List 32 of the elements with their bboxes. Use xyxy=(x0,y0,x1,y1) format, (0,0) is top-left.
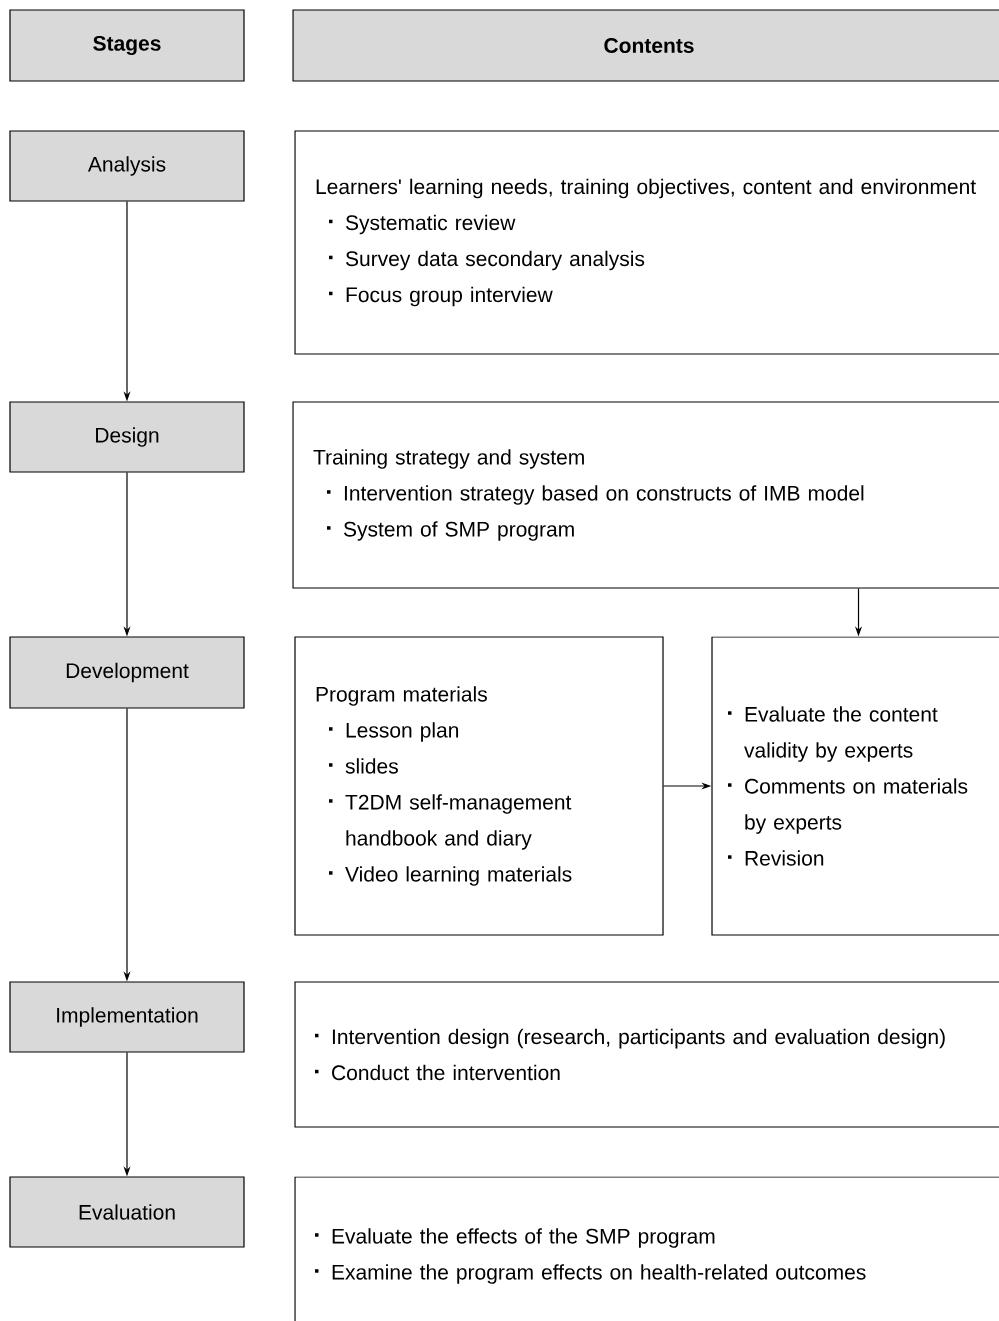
bullet-item: T2DM self-management handbook and diary xyxy=(329,794,572,850)
bullet-item: Examine the program effects on health-related outcomes xyxy=(315,1264,866,1284)
bullet-item: Evaluate the effects of the SMP program xyxy=(315,1228,715,1248)
header-box: Contents xyxy=(292,9,999,82)
content-box xyxy=(711,636,999,936)
bullet-item: Comments on materials by experts xyxy=(728,778,968,834)
heading-text: Learners' learning needs, training objectives, content and environment xyxy=(316,178,976,199)
bullet-item: slides xyxy=(329,758,398,774)
bullet-item: System of SMP program xyxy=(327,521,574,541)
content-box xyxy=(294,1176,999,1321)
bullet-item: Revision xyxy=(728,850,824,866)
bullet-item: Intervention design (research, participants and evaluation design) xyxy=(315,1028,945,1049)
stage-box: Design xyxy=(9,401,245,473)
heading-text: Training strategy and system xyxy=(313,449,584,469)
bullet-item: Conduct the intervention xyxy=(315,1064,560,1081)
stage-box: Implementation xyxy=(9,981,245,1053)
bullet-item: Lesson plan xyxy=(329,722,459,742)
bullet-item: Survey data secondary analysis xyxy=(329,250,645,271)
bullet-item: Focus group interview xyxy=(329,286,553,307)
stage-box: Development xyxy=(9,636,245,709)
bullet-item: Systematic review xyxy=(329,214,516,235)
bullet-item: Intervention strategy based on constructs of IMB model xyxy=(327,485,864,505)
stage-box: Analysis xyxy=(9,130,245,202)
header-box: Stages xyxy=(9,9,245,82)
content-box xyxy=(294,130,999,355)
content-box xyxy=(292,401,999,589)
content-box xyxy=(294,636,664,936)
content-box xyxy=(294,981,999,1128)
heading-text: Program materials xyxy=(316,686,487,706)
bullet-item: Video learning materials xyxy=(329,866,572,886)
bullet-item: Evaluate the content validity by experts xyxy=(728,706,938,762)
stage-box: Evaluation xyxy=(9,1176,245,1248)
